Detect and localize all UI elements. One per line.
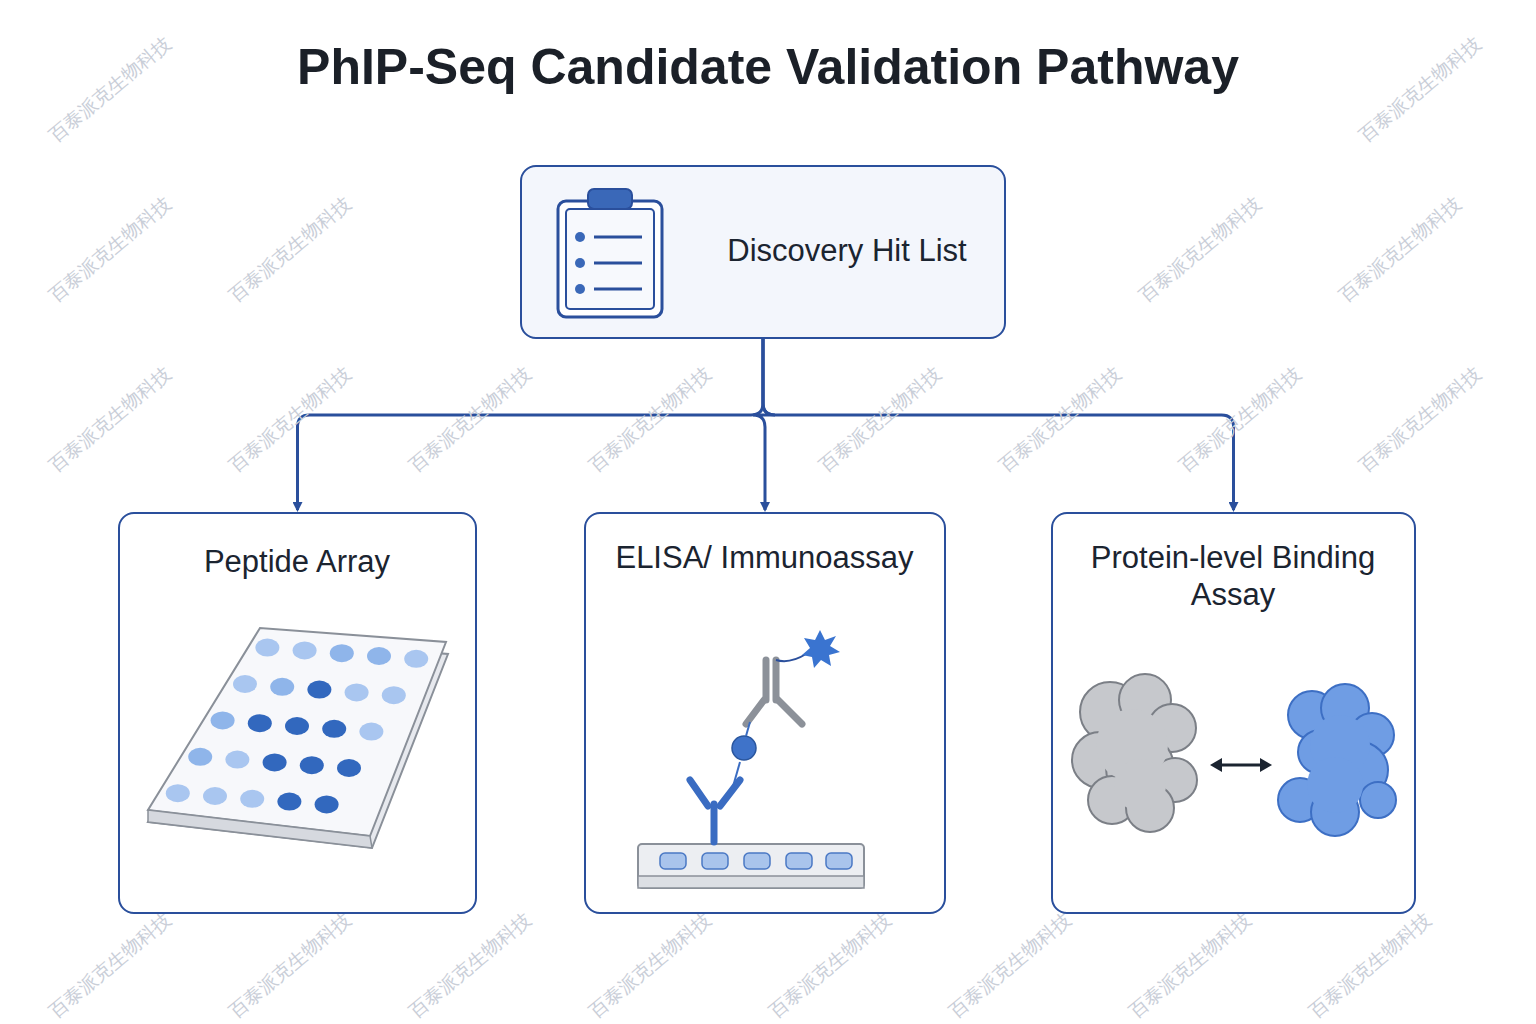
array-spot	[293, 641, 317, 659]
array-spot	[300, 756, 324, 774]
array-spot	[225, 751, 249, 769]
watermark: 百泰派克生物科技	[763, 907, 896, 1024]
protein-binding-illustration	[1072, 674, 1396, 836]
flow-arrow	[298, 339, 764, 510]
watermark: 百泰派克生物科技	[403, 907, 536, 1024]
array-spot	[166, 784, 190, 802]
watermark: 百泰派克生物科技	[813, 361, 946, 479]
watermark: 百泰派克生物科技	[583, 361, 716, 479]
watermark: 百泰派克生物科技	[1173, 361, 1306, 479]
array-spot	[337, 759, 361, 777]
peptide-array-slide	[148, 628, 448, 848]
node-label: ELISA/ Immunoassay	[600, 540, 930, 577]
node-label: Peptide Array	[132, 544, 462, 581]
array-spot	[203, 787, 227, 805]
array-spot	[255, 639, 279, 657]
flow-arrow	[763, 339, 1234, 510]
array-spot	[188, 748, 212, 766]
node-label: Protein-level Binding Assay	[1063, 540, 1403, 613]
watermark: 百泰派克生物科技	[1353, 361, 1486, 479]
clipboard-icon	[550, 183, 670, 323]
array-spot	[285, 717, 309, 735]
watermark: 百泰派克生物科技	[1353, 31, 1486, 149]
array-spot	[345, 683, 369, 701]
array-spot	[367, 647, 391, 665]
array-spot	[277, 793, 301, 811]
process-box: ELISA/ Immunoassay	[584, 512, 946, 914]
watermark: 百泰派克生物科技	[43, 191, 176, 309]
watermark: 百泰派克生物科技	[223, 907, 356, 1024]
watermark: 百泰派克生物科技	[223, 361, 356, 479]
watermark: 百泰派克生物科技	[993, 361, 1126, 479]
array-spot	[404, 650, 428, 668]
watermark: 百泰派克生物科技	[583, 907, 716, 1024]
process-box: Peptide Array	[118, 512, 477, 914]
watermark: 百泰派克生物科技	[223, 191, 356, 309]
array-spot	[330, 644, 354, 662]
array-spot	[322, 720, 346, 738]
array-spot	[307, 681, 331, 699]
array-spot	[211, 711, 235, 729]
array-spot	[248, 714, 272, 732]
array-spot	[270, 678, 294, 696]
array-spot	[233, 675, 257, 693]
watermark: 百泰派克生物科技	[43, 31, 176, 149]
process-box: Protein-level Binding Assay	[1051, 512, 1416, 914]
array-spot	[240, 790, 264, 808]
watermark: 百泰派克生物科技	[403, 361, 536, 479]
watermark: 百泰派克生物科技	[43, 907, 176, 1024]
watermark: 百泰派克生物科技	[1123, 907, 1256, 1024]
elisa-illustration	[638, 630, 864, 888]
array-spot	[263, 753, 287, 771]
watermark: 百泰派克生物科技	[1303, 907, 1436, 1024]
diagram-title: PhIP-Seq Candidate Validation Pathway	[0, 38, 1536, 96]
watermark: 百泰派克生物科技	[43, 361, 176, 479]
array-spot	[359, 723, 383, 741]
node-label: Discovery Hit List	[702, 233, 992, 270]
watermark: 百泰派克生物科技	[943, 907, 1076, 1024]
watermark: 百泰派克生物科技	[1133, 191, 1266, 309]
array-spot	[315, 795, 339, 813]
array-spot	[382, 686, 406, 704]
watermark: 百泰派克生物科技	[1333, 191, 1466, 309]
process-box: Discovery Hit List	[520, 165, 1006, 339]
